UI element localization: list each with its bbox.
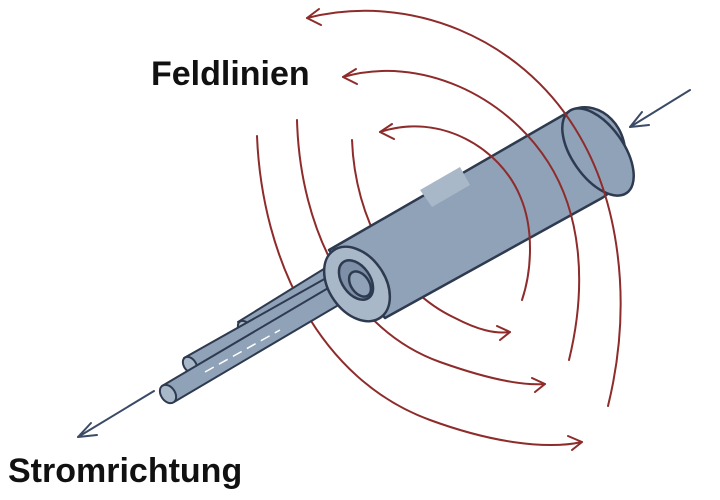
field-lines-label: Feldlinien: [151, 55, 310, 93]
current-arrowhead-right: [629, 111, 650, 128]
wire-dash: [204, 329, 281, 373]
inner-conductor-face: [347, 270, 373, 298]
field-line-inner-arrowhead-top: [379, 123, 395, 140]
field-line-outer-front: [306, 9, 622, 407]
field-lines-front: [306, 8, 622, 451]
cable-shielding: [322, 106, 635, 323]
current-direction-label: Stromrichtung: [8, 452, 243, 490]
cylinder-far-end: [561, 107, 635, 197]
current-arrowhead-left: [77, 422, 98, 438]
current-arrow-left: [77, 390, 155, 438]
current-arrows: [77, 89, 691, 438]
field-line-inner-arrowhead-bottom: [496, 325, 511, 341]
field-line-middle-arrowhead-top: [342, 68, 358, 85]
field-line-outer-arrowhead-top: [306, 8, 322, 26]
field-line-middle-front: [342, 69, 581, 361]
wire-lower-end: [158, 383, 178, 405]
field-line-middle-arrowhead-bottom: [531, 377, 546, 393]
field-line-outer-back: [256, 135, 583, 447]
field-line-outer-arrowhead-bottom: [567, 435, 583, 451]
field-line-inner-front: [379, 125, 531, 301]
cylinder-highlight: [420, 167, 470, 207]
current-arrow-right: [629, 89, 691, 128]
field-line-middle-back: [296, 119, 546, 386]
